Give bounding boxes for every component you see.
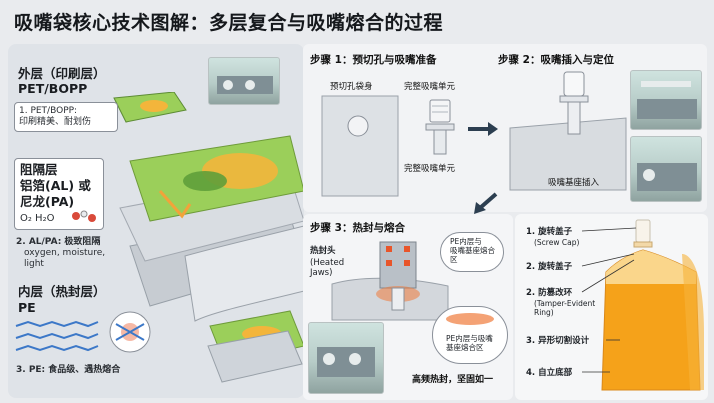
product-item-5: 4. 自立底部 <box>526 368 573 378</box>
molecule-icon <box>72 210 96 222</box>
page-title: 吸嘴袋核心技术图解：多层复合与吸嘴熔合的过程 <box>14 12 444 34</box>
factory-photo-2 <box>630 136 702 202</box>
step-arrow-down <box>474 192 498 214</box>
fusion-zone-label-top: PE内层与 吸嘴基座熔合区 <box>450 237 495 264</box>
barrier-note-3: light <box>24 259 44 269</box>
barrier-gases: O₂ H₂O <box>20 213 55 224</box>
product-item-2: 2. 旋转盖子 <box>526 262 573 272</box>
barrier-note-2: oxygen, moisture, <box>24 248 106 258</box>
printing-machine-photo <box>208 57 280 105</box>
product-leader-lines <box>581 227 637 373</box>
step3-caption: 高频热封，坚固如一 <box>412 375 494 385</box>
barrier-layer-title: 阻隔层 <box>20 162 58 177</box>
barrier-layer-line2: 铝箔(AL) 或 <box>20 178 91 193</box>
step-arrow-right <box>468 122 498 136</box>
layer-stack-illustration <box>119 135 304 383</box>
step2-label: 吸嘴基座插入 <box>548 178 600 188</box>
precut-bag-illustration <box>321 95 399 197</box>
spout-inserted-illustration <box>509 71 627 191</box>
outer-layer-title: 外层（印刷层） <box>18 66 106 81</box>
inner-layer-title: 内层（热封层） <box>18 284 106 299</box>
fusion-circle-icon <box>109 311 151 353</box>
pe-chain-icon <box>15 320 99 352</box>
outer-layer-material: PET/BOPP <box>18 81 88 96</box>
inner-layer-material: PE <box>18 300 36 315</box>
print-layer-swatch <box>113 92 187 123</box>
heat-sealing-illustration <box>331 241 449 321</box>
juice-pouch-illustration <box>601 219 704 391</box>
step3-jaws-label-cn: 热封头 <box>310 246 336 256</box>
barrier-note-1: 2. AL/PA: 极致阻隔 <box>16 237 101 247</box>
barrier-layer-line3: 尼龙(PA) <box>20 194 75 209</box>
step1-bag-label: 预切孔袋身 <box>330 82 373 92</box>
outer-layer-note: 1. PET/BOPP: 印刷精美、耐划伤 <box>14 102 118 132</box>
product-item-4: 3. 异形切割设计 <box>526 336 590 346</box>
sealing-machine-photo <box>308 322 384 394</box>
fusion-zone-glow <box>446 313 494 325</box>
step3-jaws-label-en: (Heated Jaws) <box>310 258 345 278</box>
product-item-1: 1. 旋转盖子 <box>526 227 573 237</box>
step3-title: 步骤 3：热封与熔合 <box>310 222 405 234</box>
step1-title: 步骤 1：预切孔与吸嘴准备 <box>310 54 437 66</box>
fusion-zone-label-bottom: PE内层与吸嘴 基座熔合区 <box>446 334 493 352</box>
spout-unit-illustration <box>425 99 455 155</box>
inner-layer-note: 3. PE: 食品级、遇热熔合 <box>16 365 121 375</box>
fusion-zone-bubble-top <box>440 232 504 272</box>
product-item-3-sub: (Tamper-Evident Ring) <box>534 299 596 317</box>
step1-spout-label-bottom: 完整吸嘴单元 <box>404 164 456 174</box>
step2-title: 步骤 2：吸嘴插入与定位 <box>498 54 614 66</box>
product-item-3: 2. 防篡改环 <box>526 288 573 298</box>
product-item-1-sub: (Screw Cap) <box>534 238 580 247</box>
factory-photo-1 <box>630 70 702 130</box>
step1-spout-label-top: 完整吸嘴单元 <box>404 82 456 92</box>
